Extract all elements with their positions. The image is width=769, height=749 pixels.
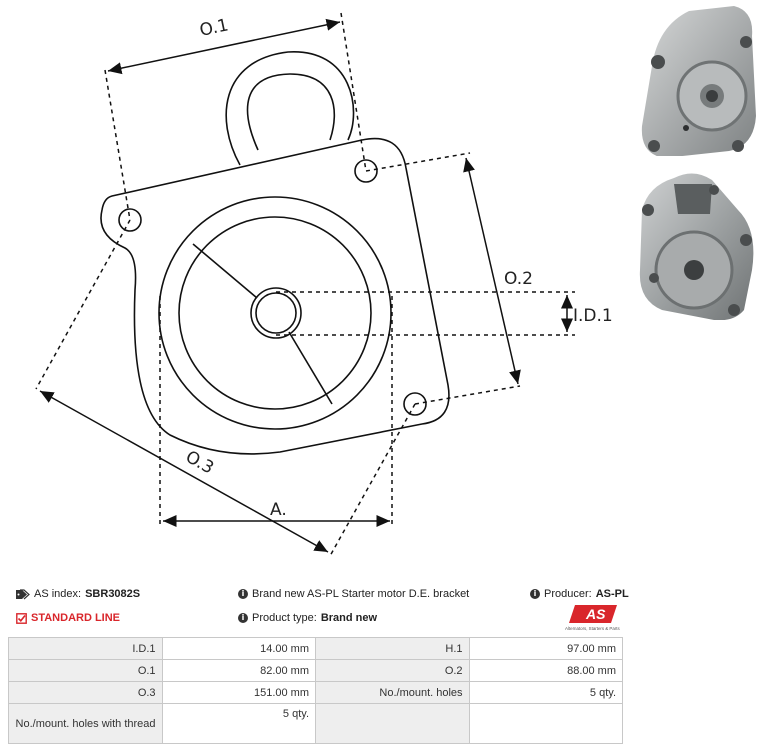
spec-label: O.1 xyxy=(8,659,163,682)
spec-label: H.1 xyxy=(315,637,470,660)
info-icon: i xyxy=(238,589,248,599)
spec-label: O.3 xyxy=(8,681,163,704)
producer: i Producer: AS-PL xyxy=(530,588,629,600)
product-type-value: Brand new xyxy=(320,612,378,624)
cutout-line xyxy=(192,243,258,299)
as-pl-logo: AS Alternators, Starters & Parts xyxy=(563,603,625,631)
dim-label-o2: O.2 xyxy=(504,269,533,289)
main-bore-outer xyxy=(158,196,392,430)
specs-table: I.D.1 14.00 mm H.1 97.00 mm O.1 82.00 mm… xyxy=(8,637,624,744)
logo-text: AS xyxy=(585,606,606,622)
spec-value xyxy=(468,703,624,744)
spec-value: 5 qty. xyxy=(468,681,624,704)
spec-value: 14.00 mm xyxy=(161,637,317,660)
spec-value: 88.00 mm xyxy=(468,659,624,682)
dim-label-o1: O.1 xyxy=(198,15,230,41)
product-type-label: Product type: xyxy=(252,612,317,624)
checkbox-checked-icon xyxy=(16,612,27,624)
bracket-top-loop-inner xyxy=(246,73,336,151)
description-text: Brand new AS-PL Starter motor D.E. brack… xyxy=(252,588,470,600)
table-row: O.3 151.00 mm No./mount. holes 5 qty. xyxy=(8,681,624,704)
spec-label: O.2 xyxy=(315,659,470,682)
product-photo-rear xyxy=(639,173,754,320)
tag-icon xyxy=(16,588,30,599)
spec-label: I.D.1 xyxy=(8,637,163,660)
mount-hole-bottom-right xyxy=(403,392,427,416)
producer-value: AS-PL xyxy=(595,588,629,600)
as-index-label: AS index: xyxy=(34,588,82,600)
spec-value: 97.00 mm xyxy=(468,637,624,660)
table-row: I.D.1 14.00 mm H.1 97.00 mm xyxy=(8,637,624,660)
dim-label-id1: I.D.1 xyxy=(573,306,613,326)
technical-drawing: O.1 O.2 O.3 I.D.1 A. xyxy=(35,12,613,557)
bracket-flange-outline xyxy=(100,137,450,455)
standard-line: STANDARD LINE xyxy=(16,612,120,624)
logo-tagline: Alternators, Starters & Parts xyxy=(565,626,620,631)
cutout-line xyxy=(288,331,333,405)
as-index-value: SBR3082S xyxy=(85,588,141,600)
mount-hole-left xyxy=(118,208,142,232)
mount-hole-top-right xyxy=(354,159,378,183)
main-bore-inner xyxy=(178,216,372,410)
spec-label xyxy=(315,703,470,744)
product-type: i Product type: Brand new xyxy=(238,612,377,624)
center-bushing-outer xyxy=(250,287,302,339)
product-description: i Brand new AS-PL Starter motor D.E. bra… xyxy=(238,588,469,600)
info-icon: i xyxy=(238,613,248,623)
spec-label: No./mount. holes xyxy=(315,681,470,704)
table-row: No./mount. holes with thread 5 qty. xyxy=(8,703,624,744)
as-pl-logo-mark: AS Alternators, Starters & Parts xyxy=(565,605,620,631)
center-bushing-inner xyxy=(255,292,297,334)
as-index: AS index: SBR3082S xyxy=(16,588,140,600)
table-row: O.1 82.00 mm O.2 88.00 mm xyxy=(8,659,624,682)
dim-label-a: A. xyxy=(270,500,287,520)
spec-value: 5 qty. xyxy=(161,703,317,744)
info-icon: i xyxy=(530,589,540,599)
spec-value: 151.00 mm xyxy=(161,681,317,704)
producer-label: Producer: xyxy=(544,588,592,600)
spec-label: No./mount. holes with thread xyxy=(8,703,163,744)
standard-line-label: STANDARD LINE xyxy=(31,612,121,624)
product-photo-front xyxy=(641,6,756,156)
spec-value: 82.00 mm xyxy=(161,659,317,682)
